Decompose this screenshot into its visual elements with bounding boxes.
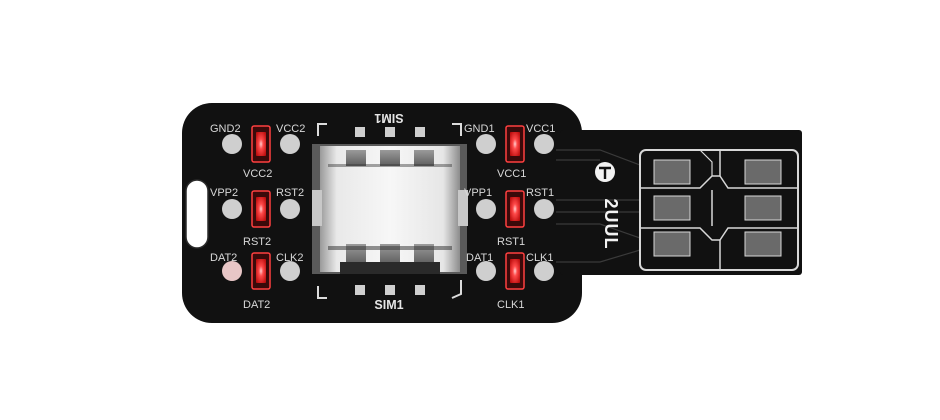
label-clk1-bottom: CLK1 <box>497 299 525 311</box>
sim-holder <box>312 144 468 274</box>
label-vcc2-bottom: VCC2 <box>243 168 272 180</box>
label-rst2-top: RST2 <box>276 187 304 199</box>
label-clk1-top: CLK1 <box>526 252 554 264</box>
label-gnd2: GND2 <box>210 123 241 135</box>
label-vcc1-bottom: VCC1 <box>497 168 526 180</box>
label-vcc2-top: VCC2 <box>276 123 305 135</box>
label-rst2-bottom: RST2 <box>243 236 271 248</box>
led-clk1 <box>505 252 525 290</box>
sim-contact-area <box>639 149 799 271</box>
left-silk-labels: GND2 VCC2 VCC2 VPP2 RST2 RST2 DAT2 CLK2 … <box>210 123 305 311</box>
label-rst1-bottom: RST1 <box>497 236 525 248</box>
led-rst2 <box>251 190 271 228</box>
slot-frame <box>317 123 462 299</box>
status-leds <box>251 125 525 290</box>
label-vpp2: VPP2 <box>210 187 238 199</box>
slot-label-bottom: SIM1 <box>374 298 403 312</box>
pcb-traces <box>556 149 641 263</box>
led-vcc1 <box>505 125 525 163</box>
label-clk2: CLK2 <box>276 252 304 264</box>
slot-top-pins <box>355 127 425 295</box>
brand-text: 2UUL <box>601 198 621 249</box>
label-dat2-bottom: DAT2 <box>243 299 270 311</box>
label-dat2-top: DAT2 <box>210 252 237 264</box>
test-pads <box>222 134 554 281</box>
lanyard-hole <box>185 179 209 249</box>
label-dat1: DAT1 <box>466 252 493 264</box>
led-vcc2 <box>251 125 271 163</box>
label-vcc1-top: VCC1 <box>526 123 555 135</box>
slot-label-top: SIM1 <box>374 111 403 125</box>
led-dat2 <box>251 252 271 290</box>
led-rst1 <box>505 190 525 228</box>
label-rst1-top: RST1 <box>526 187 554 199</box>
right-silk-labels: GND1 VCC1 VCC1 VPP1 RST1 RST1 DAT1 CLK1 … <box>464 123 555 311</box>
screw-logo-icon <box>595 162 615 182</box>
label-gnd1: GND1 <box>464 123 495 135</box>
label-vpp1: VPP1 <box>464 187 492 199</box>
brand: 2UUL <box>595 162 621 250</box>
